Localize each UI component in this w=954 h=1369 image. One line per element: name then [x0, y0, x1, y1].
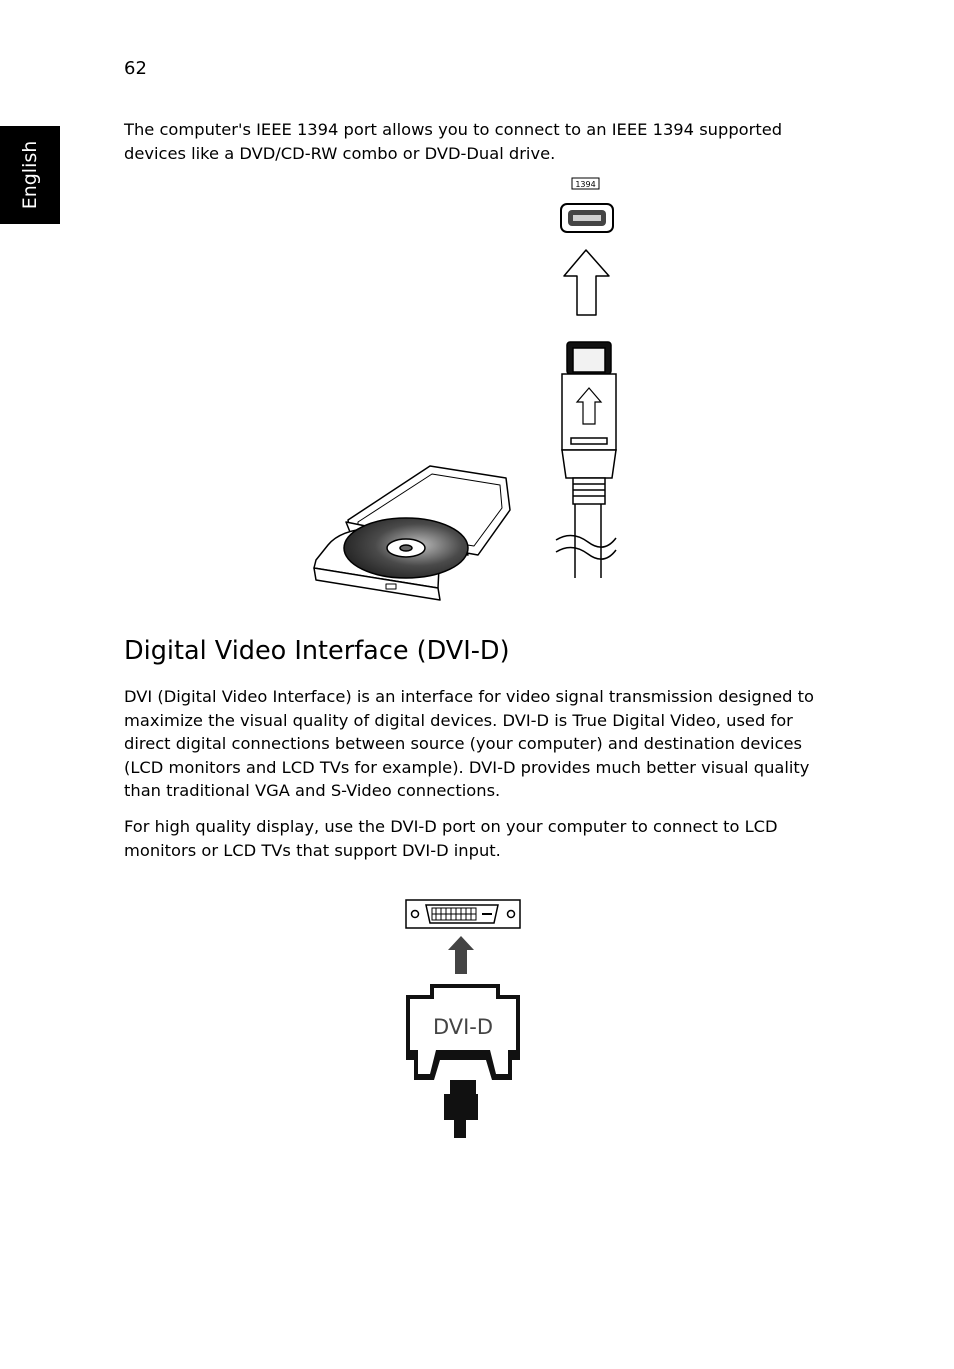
ieee1394-plug-icon: [555, 341, 617, 578]
port-1394-label-text: 1394: [575, 180, 595, 189]
language-tab: English: [0, 126, 60, 224]
dvi-usage-paragraph: For high quality display, use the DVI-D …: [124, 817, 778, 860]
ieee1394-port-icon: [560, 203, 614, 233]
optical-drive-icon: [313, 465, 511, 601]
dvi-plug-icon: DVI-D: [406, 984, 520, 1138]
dvi-port-icon: [405, 899, 521, 929]
intro-paragraph: The computer's IEEE 1394 port allows you…: [124, 120, 783, 163]
dvi-plug-label: DVI-D: [433, 1015, 493, 1039]
ieee1394-connection-illustration: 1394: [313, 177, 617, 601]
page-number: 62: [124, 58, 147, 79]
language-tab-label: English: [19, 140, 41, 210]
port-1394-label: 1394: [571, 177, 600, 190]
up-arrow-icon: [563, 249, 610, 316]
dvi-description-paragraph: DVI (Digital Video Interface) is an inte…: [124, 687, 814, 800]
up-arrow-icon: [448, 936, 474, 974]
section-heading: Digital Video Interface (DVI-D): [124, 636, 510, 666]
dvi-connection-illustration: DVI-D: [405, 899, 521, 1138]
